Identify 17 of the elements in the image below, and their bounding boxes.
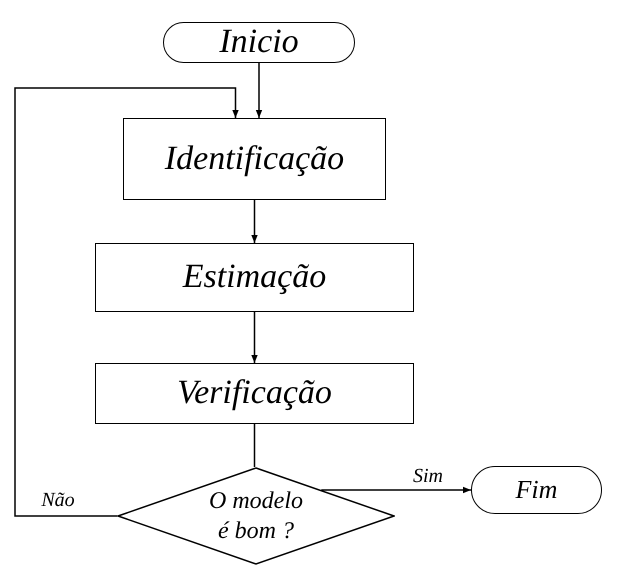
arrow (321, 486, 471, 494)
decision-diamond (117, 467, 395, 565)
node-label: Inicio (219, 22, 299, 62)
node-label: Fim (516, 474, 558, 506)
node-label: Verificação (177, 373, 332, 414)
terminal-shape (163, 22, 355, 63)
terminal-shape (471, 466, 602, 514)
arrow (256, 63, 262, 118)
arrow (251, 200, 258, 243)
node-label: O modelo é bom ? (208, 487, 304, 546)
arrow (14, 87, 239, 517)
node-label: Identificação (164, 138, 344, 179)
process-box (95, 243, 414, 312)
node-label: Estimação (182, 257, 326, 298)
process-box (123, 118, 386, 200)
process-box (95, 363, 414, 424)
arrow (251, 312, 258, 363)
